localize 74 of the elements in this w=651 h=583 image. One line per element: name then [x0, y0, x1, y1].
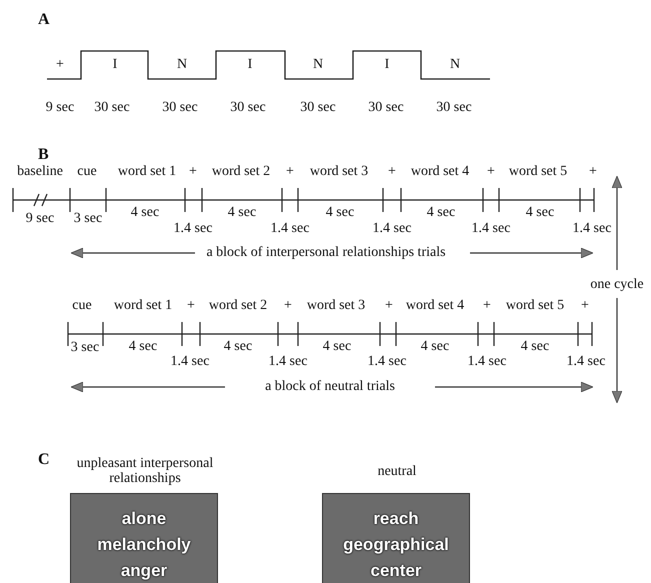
block-label: a block of neutral trials [265, 379, 395, 395]
timing-label: 4 sec [130, 205, 160, 221]
timing-label: + [187, 298, 195, 314]
timing-label: 1.4 sec [174, 221, 212, 237]
timing-label: 4 sec [526, 205, 554, 221]
timing-label: 1.4 sec [472, 221, 510, 237]
timing-label: + [581, 298, 589, 314]
timing-label: + [385, 298, 393, 314]
timing-label: word set 5 [508, 164, 568, 180]
timing-label: word set 1 [114, 298, 172, 314]
timing-label: 4 sec [326, 205, 354, 221]
condition-label: N [312, 57, 324, 73]
stimulus-word: melancholy [97, 534, 191, 556]
category-heading: unpleasant interpersonal relationships [76, 456, 214, 486]
stimulus-word: reach [373, 508, 419, 530]
stimulus-word: center [370, 560, 422, 582]
timing-label: word set 1 [118, 164, 176, 180]
timing-label: word set 4 [406, 298, 464, 314]
timing-label: + [189, 164, 197, 180]
timing-label: 3 sec [74, 211, 102, 227]
timing-label: 4 sec [322, 339, 352, 355]
panel-letter: A [38, 11, 50, 29]
timing-label: 30 sec [368, 100, 404, 116]
timing-label: 9 sec [46, 100, 74, 116]
timing-label: word set 3 [310, 164, 368, 180]
panel-letter: C [38, 451, 50, 469]
stimulus-word: anger [120, 560, 168, 582]
timing-label: 4 sec [128, 339, 158, 355]
timing-label: + [286, 164, 294, 180]
timing-label: 4 sec [228, 205, 256, 221]
panel-letter: B [38, 146, 49, 164]
timing-label: 4 sec [520, 339, 550, 355]
timing-label: + [589, 164, 597, 180]
timing-label: 1.4 sec [468, 354, 506, 370]
timing-label: 1.4 sec [372, 221, 412, 237]
timing-label: + [388, 164, 396, 180]
timing-label: 1.4 sec [566, 354, 606, 370]
condition-label: N [176, 57, 188, 73]
condition-label: N [450, 57, 460, 73]
timing-label: 30 sec [300, 100, 336, 116]
timing-label: 30 sec [94, 100, 130, 116]
timing-label: word set 2 [212, 164, 270, 180]
timing-label: 3 sec [70, 340, 100, 356]
timing-label: word set 4 [410, 164, 470, 180]
timing-label: + [487, 164, 495, 180]
timing-label: + [284, 298, 292, 314]
category-heading: neutral [378, 464, 416, 479]
timing-label: 4 sec [426, 205, 456, 221]
timing-label: 30 sec [436, 100, 472, 116]
timing-label: word set 5 [506, 298, 564, 314]
timing-label: 4 sec [420, 339, 450, 355]
timing-label: 1.4 sec [170, 354, 210, 370]
stimulus-word: geographical [343, 534, 449, 556]
timing-label: 1.4 sec [572, 221, 612, 237]
stimulus-word: alone [122, 508, 166, 530]
timing-label: + [483, 298, 491, 314]
condition-label: I [112, 57, 118, 73]
timing-label: word set 3 [306, 298, 366, 314]
timing-label: word set 2 [208, 298, 268, 314]
timing-label: 1.4 sec [270, 221, 310, 237]
timing-label: 4 sec [224, 339, 252, 355]
timing-label: baseline [17, 164, 63, 180]
timing-label: 30 sec [162, 100, 198, 116]
timing-label: 1.4 sec [368, 354, 406, 370]
timing-label: cue [77, 164, 97, 180]
cycle-label: one cycle [590, 277, 644, 293]
timing-label: 9 sec [26, 211, 54, 227]
timing-label: cue [72, 298, 92, 314]
condition-label: + [56, 57, 64, 73]
timing-label: 30 sec [230, 100, 266, 116]
block-label: a block of interpersonal relationships trials [206, 245, 446, 261]
condition-label: I [384, 57, 390, 73]
timing-label: 1.4 sec [268, 354, 308, 370]
condition-label: I [248, 57, 252, 73]
